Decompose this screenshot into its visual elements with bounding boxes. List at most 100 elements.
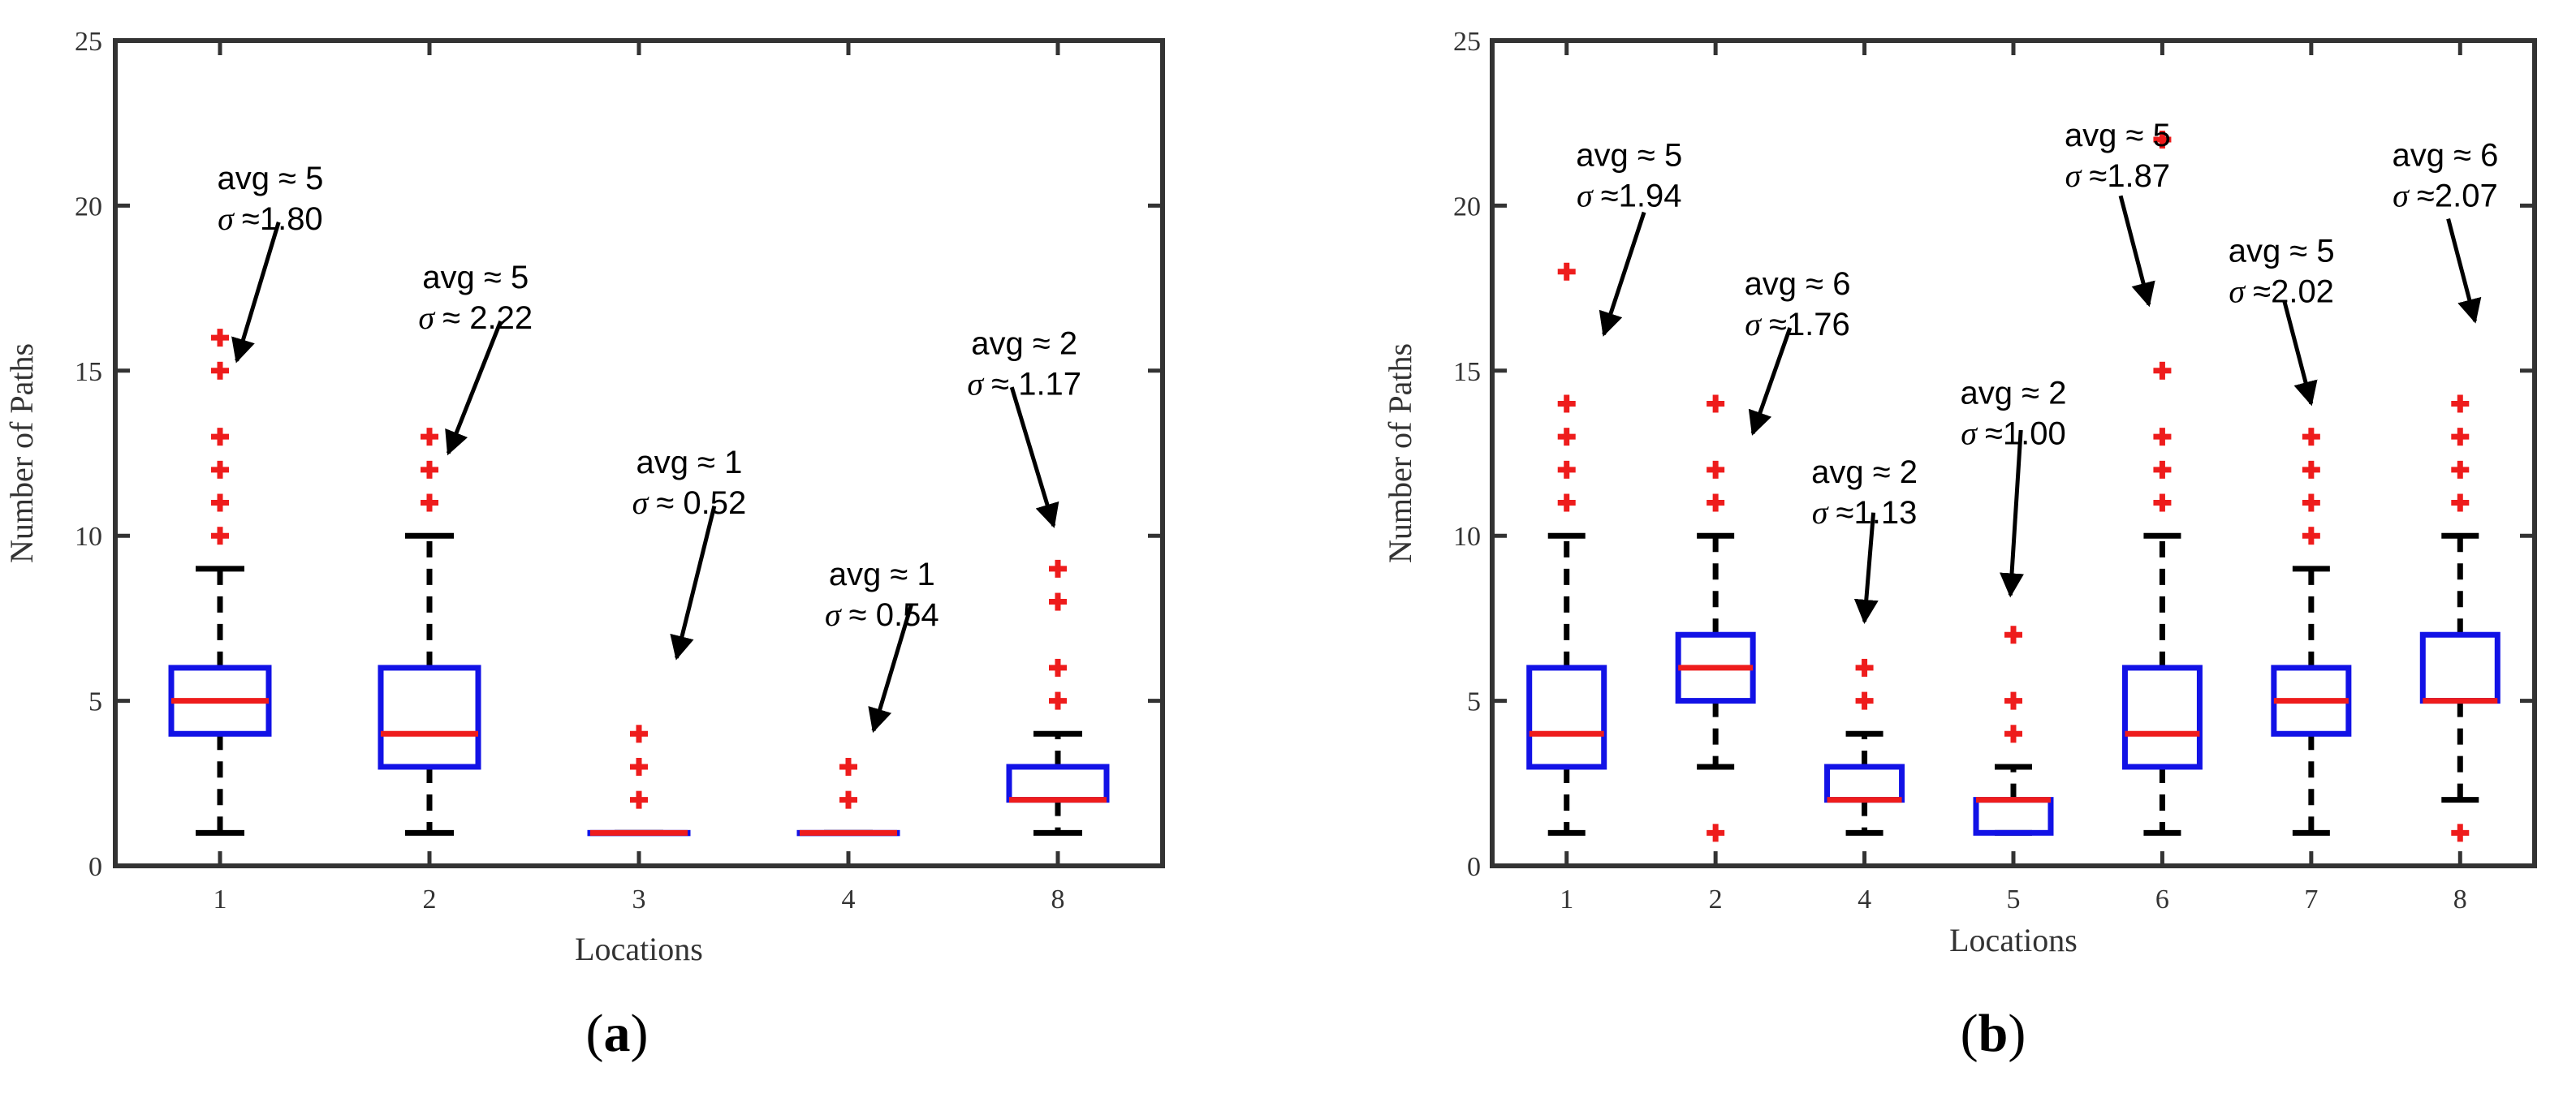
outlier-marker: [2451, 428, 2470, 446]
outlier-marker: [2451, 394, 2470, 413]
x-tick-label: 5: [2007, 885, 2021, 915]
sigma-symbol: σ: [1745, 306, 1769, 342]
sigma-symbol: σ: [825, 596, 849, 633]
outlier-marker: [211, 428, 229, 446]
outlier-marker: [630, 757, 648, 776]
sigma-value: ≈ 1.17: [991, 366, 1081, 402]
sigma-value: ≈1.00: [1985, 415, 2066, 451]
box-6: [2121, 131, 2203, 836]
annotation-6: avg ≈ 5 σ ≈1.87: [2065, 118, 2171, 308]
sigma-value: ≈2.07: [2417, 179, 2498, 214]
iqr-box: [1973, 797, 2054, 836]
outlier-marker: [2153, 493, 2172, 512]
annotation-sigma: σ ≈ 2.22: [418, 299, 533, 336]
outlier-marker: [1557, 394, 1576, 413]
box-3: [587, 725, 691, 837]
sigma-symbol: σ: [2065, 157, 2090, 194]
outlier-marker: [1049, 592, 1067, 611]
annotation-sigma: σ ≈ 0.54: [825, 596, 939, 633]
box-5: [1973, 626, 2054, 836]
annotation-8: avg ≈ 6σ ≈2.07: [2392, 138, 2498, 324]
iqr-box: [2121, 665, 2203, 770]
outlier-marker: [211, 527, 229, 545]
sigma-symbol: σ: [218, 200, 242, 237]
y-tick-label: 5: [1467, 687, 1481, 717]
annotation-avg: avg ≈ 2: [1961, 375, 2067, 411]
y-tick-label: 10: [1453, 522, 1481, 552]
y-tick-label: 20: [75, 192, 102, 222]
outlier-marker: [1855, 658, 1874, 677]
panel-label: (a): [586, 1004, 649, 1063]
annotation-avg: avg ≈ 2: [971, 325, 1077, 361]
annotation-1: avg ≈ 5σ ≈1.94: [1576, 138, 1682, 337]
outlier-marker: [211, 493, 229, 512]
sigma-symbol: σ: [2229, 273, 2253, 310]
outlier-marker: [2451, 824, 2470, 842]
outlier-marker: [630, 725, 648, 743]
annotation-avg: avg ≈ 5: [2229, 234, 2335, 269]
sigma-symbol: σ: [632, 484, 657, 521]
annotation-arrow: [1599, 211, 1646, 337]
annotation-arrow: [868, 604, 913, 734]
x-tick-label: 8: [1051, 885, 1065, 915]
x-axis-label: Locations: [1949, 922, 2078, 958]
x-tick-label: 2: [1709, 885, 1723, 915]
y-tick-label: 15: [75, 357, 102, 387]
annotation-avg: avg ≈ 1: [636, 445, 742, 480]
box-4: [1824, 658, 1905, 836]
annotation-sigma: σ ≈2.02: [2229, 273, 2334, 310]
outlier-marker: [1707, 460, 1725, 479]
annotation-8: avg ≈ 2σ ≈ 1.17: [967, 325, 1081, 528]
x-tick-label: 2: [423, 885, 437, 915]
annotation-arrow: [2000, 429, 2025, 598]
y-axis-label: Number of Paths: [3, 343, 40, 563]
annotation-arrow: [2118, 195, 2155, 308]
outlier-marker: [2451, 493, 2470, 512]
outlier-marker: [839, 757, 857, 776]
outlier-marker: [2004, 725, 2022, 743]
annotation-avg: avg ≈ 5: [2065, 118, 2171, 153]
outlier-marker: [2302, 428, 2320, 446]
sigma-value: ≈1.80: [242, 201, 323, 237]
annotation-arrow: [1853, 512, 1879, 624]
outlier-marker: [1557, 262, 1576, 281]
y-axis-label: Number of Paths: [1382, 343, 1418, 563]
y-tick-label: 25: [75, 27, 102, 57]
sigma-symbol: σ: [1577, 178, 1601, 214]
outlier-marker: [839, 790, 857, 809]
y-tick-label: 15: [1453, 357, 1481, 387]
annotation-avg: avg ≈ 1: [829, 557, 935, 592]
outlier-marker: [2302, 527, 2320, 545]
outlier-marker: [1049, 559, 1067, 578]
sigma-value: ≈2.02: [2253, 274, 2334, 310]
sigma-value: ≈1.87: [2089, 158, 2170, 194]
outlier-marker: [1855, 691, 1874, 710]
box-4: [796, 757, 900, 837]
outlier-marker: [211, 460, 229, 479]
box-8: [2419, 394, 2500, 842]
box-8: [1006, 559, 1110, 836]
outlier-marker: [2451, 460, 2470, 479]
annotation-sigma: σ ≈1.80: [218, 200, 323, 237]
outlier-marker: [2004, 626, 2022, 644]
box-2: [378, 428, 481, 836]
annotation-5: avg ≈ 2σ ≈1.00: [1961, 375, 2067, 598]
sigma-value: ≈1.13: [1836, 495, 1918, 531]
outlier-marker: [1707, 824, 1725, 842]
outlier-marker: [2302, 460, 2320, 479]
annotation-4: avg ≈ 2σ ≈1.13: [1811, 454, 1918, 624]
annotation-arrow: [231, 222, 281, 364]
annotation-sigma: σ ≈ 0.52: [632, 484, 747, 521]
y-tick-label: 20: [1453, 192, 1481, 222]
x-tick-label: 4: [1858, 885, 1871, 915]
sigma-symbol: σ: [2393, 178, 2417, 214]
iqr-box: [1526, 665, 1607, 770]
outlier-marker: [1049, 691, 1067, 710]
outlier-marker: [1049, 658, 1067, 677]
iqr-box: [1824, 764, 1905, 803]
annotation-arrow: [445, 320, 503, 456]
panel-label: (b): [1961, 1004, 2026, 1063]
annotation-arrow: [670, 505, 717, 661]
sigma-value: ≈ 0.54: [849, 597, 939, 633]
